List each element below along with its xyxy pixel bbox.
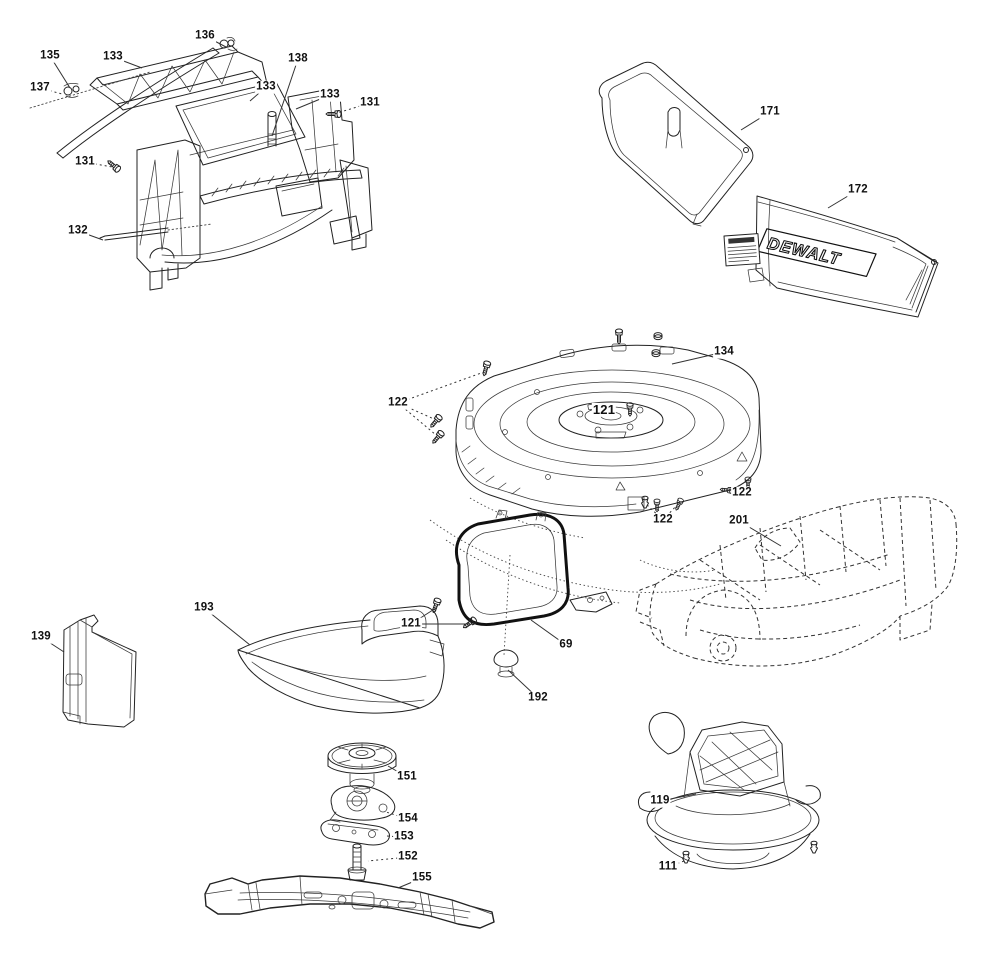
leader-line bbox=[40, 636, 65, 653]
leader-line bbox=[271, 58, 299, 137]
leader-line bbox=[203, 607, 251, 646]
leader-line bbox=[827, 189, 859, 209]
leader-line bbox=[49, 55, 71, 89]
leader-line bbox=[397, 402, 435, 420]
drawing-mulch-plug-69 bbox=[429, 509, 613, 678]
leader-line bbox=[295, 94, 331, 110]
leader-lines bbox=[39, 35, 859, 889]
leader-line bbox=[112, 56, 143, 69]
leader-line bbox=[662, 503, 679, 521]
leader-line bbox=[644, 502, 664, 521]
drawing-blade-assembly bbox=[204, 742, 495, 929]
leader-line bbox=[249, 86, 267, 102]
leader-line bbox=[397, 402, 437, 436]
dewalt-logo: DEWALT bbox=[756, 228, 877, 277]
leader-line bbox=[204, 35, 227, 48]
drawing-side-panel-139 bbox=[62, 614, 137, 728]
leader-line bbox=[410, 607, 437, 625]
leader-line bbox=[667, 860, 685, 868]
brand-logo-text: DEWALT bbox=[766, 235, 843, 269]
leader-line bbox=[397, 371, 485, 404]
leader-line bbox=[507, 669, 539, 699]
drawing-bag-172: DEWALT bbox=[723, 195, 939, 318]
leader-line bbox=[530, 619, 567, 646]
leader-line bbox=[385, 811, 409, 820]
leader-line bbox=[333, 102, 371, 115]
leader-line bbox=[367, 856, 409, 862]
leader-line bbox=[77, 230, 104, 241]
warning-label bbox=[723, 233, 761, 267]
leader-line bbox=[387, 765, 408, 778]
drawing-deck-134 bbox=[427, 328, 762, 517]
leader-line bbox=[738, 520, 782, 547]
drawing-ghost-arcs bbox=[429, 497, 721, 656]
drawing-cover-171 bbox=[598, 61, 754, 227]
leader-line bbox=[385, 835, 405, 838]
leader-line bbox=[740, 111, 771, 131]
drawing-rear-housing-assembly bbox=[29, 37, 373, 291]
drawing-phantom-housing-201 bbox=[635, 496, 958, 667]
drawing-drive-housing-119 bbox=[637, 712, 821, 870]
leader-line bbox=[39, 87, 63, 95]
leader-line bbox=[397, 877, 423, 889]
